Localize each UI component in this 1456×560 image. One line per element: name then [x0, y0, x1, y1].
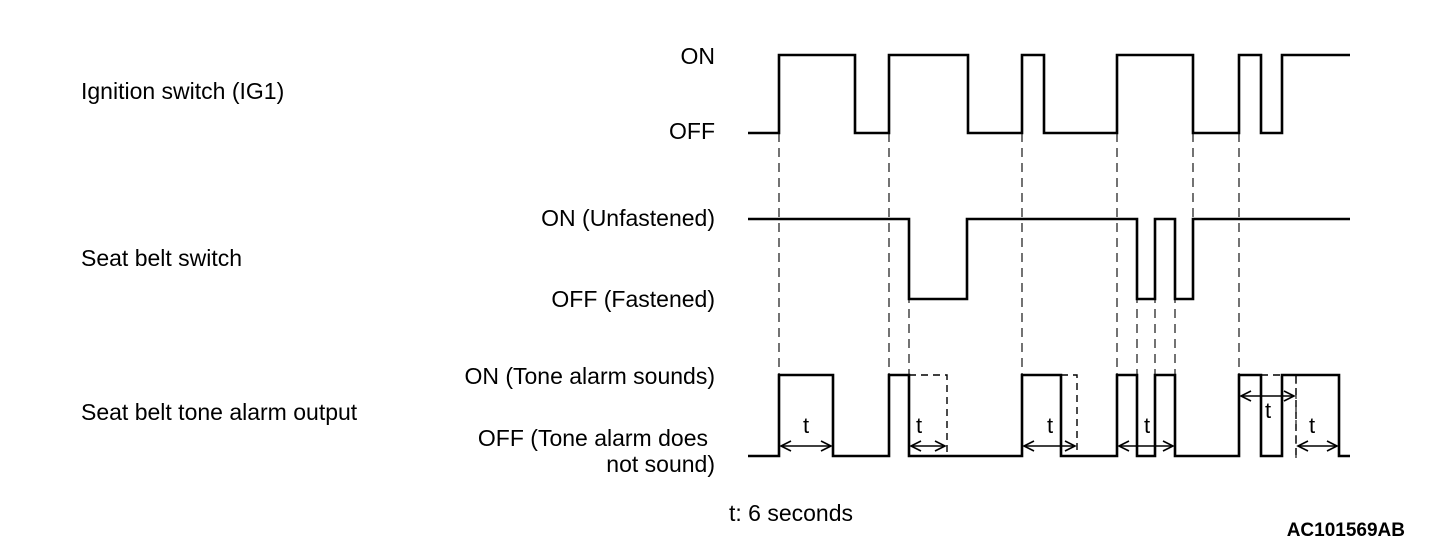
- timer-window: [1061, 374, 1078, 456]
- seatbelt-waveform: [748, 217, 1350, 301]
- t-duration-arrow: [779, 440, 833, 452]
- t-marker: t: [916, 413, 922, 438]
- t-markers: t t t t t t: [803, 398, 1315, 438]
- seatbelt-switch-label: Seat belt switch: [81, 245, 242, 271]
- seatbelt-off-state-label: OFF (Fastened): [551, 286, 715, 312]
- ignition-waveform: [748, 53, 1350, 135]
- t-marker: t: [1265, 398, 1271, 423]
- t-duration-arrow: [1296, 440, 1339, 452]
- t-duration-arrow: [1117, 440, 1175, 452]
- tone-alarm-waveform: [748, 373, 1350, 458]
- seatbelt-on-state-label: ON (Unfastened): [541, 205, 715, 231]
- timer-arrows: [779, 390, 1339, 452]
- timer-window: [909, 374, 948, 456]
- t-marker: t: [803, 413, 809, 438]
- timer-legend: t: 6 seconds: [729, 500, 853, 526]
- alarm-off-state-label-line2: not sound): [606, 451, 715, 477]
- t-marker: t: [1309, 413, 1315, 438]
- timer-window: [1261, 374, 1297, 456]
- ignition-off-state-label: OFF: [669, 118, 715, 144]
- t-duration-arrow: [909, 440, 947, 452]
- ignition-on-state-label: ON: [681, 43, 716, 69]
- timer-windows: [909, 374, 1297, 456]
- t-marker: t: [1144, 413, 1150, 438]
- t-duration-arrow: [1022, 440, 1077, 452]
- timing-guides: [778, 133, 1297, 458]
- t-duration-arrow: [1239, 390, 1296, 402]
- t-marker: t: [1047, 413, 1053, 438]
- figure-code: AC101569AB: [1287, 520, 1405, 541]
- ignition-switch-label: Ignition switch (IG1): [81, 78, 284, 104]
- tone-alarm-output-label: Seat belt tone alarm output: [81, 399, 358, 425]
- alarm-on-state-label: ON (Tone alarm sounds): [464, 363, 715, 389]
- alarm-off-state-label-line1: OFF (Tone alarm does: [478, 425, 708, 451]
